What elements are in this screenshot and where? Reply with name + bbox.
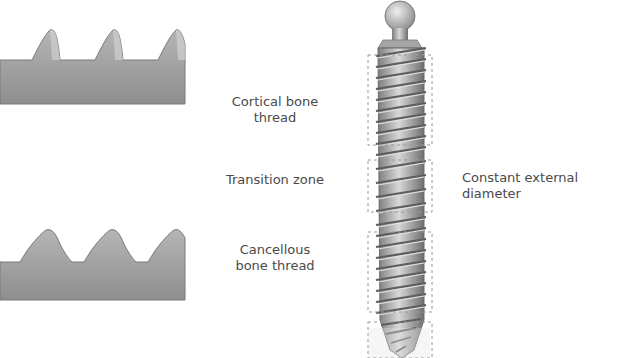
tip-zone [368,322,432,358]
thread-stroke [378,241,424,249]
thread-stroke [376,189,426,197]
thread-stroke [378,191,424,199]
thread-stroke [378,72,424,80]
thread-stroke [378,105,424,113]
cortical-thread-profile [0,30,185,104]
thread-stroke [378,263,424,271]
thread-stroke [378,116,424,124]
part-label: Transition zone [222,172,328,188]
thread-stroke [378,177,424,185]
cancellous-zone [368,232,432,312]
thread-stroke [376,70,426,78]
thread-stroke [376,136,426,144]
thread-stroke [376,175,426,183]
screw-threads [376,48,426,352]
thread-stroke [376,283,426,291]
thread-stroke [376,294,426,302]
thread-stroke [378,149,424,157]
part-label: Cancellous bone thread [222,242,328,274]
thread-stroke [376,239,426,247]
thread-stroke [376,81,426,89]
part-label: Constant external diameter [462,170,590,202]
transition-zone [368,160,432,212]
thread-stroke [376,161,426,169]
thread-stroke [378,230,424,238]
part-label: Cortical bone thread [222,94,328,126]
thread-stroke [376,272,426,280]
thread-stroke [376,125,426,133]
thread-stroke [378,61,424,69]
thread-stroke [378,307,424,315]
thread-stroke [376,217,426,225]
thread-stroke [376,261,426,269]
zone-outlines [368,55,432,358]
thread-stroke [376,114,426,122]
thread-stroke [376,103,426,111]
thread-stroke [378,219,424,227]
thread-stroke [376,59,426,67]
thread-stroke [378,127,424,135]
thread-stroke [378,252,424,260]
thread-stroke [378,50,424,58]
thread-stroke [376,203,426,211]
thread-stroke [376,92,426,100]
cancellous-thread-profile [0,229,185,300]
thread-stroke [378,274,424,282]
thread-stroke [378,83,424,91]
thread-stroke [378,163,424,171]
thread-stroke [376,147,426,155]
thread-stroke [378,285,424,293]
cortical-zone [368,55,432,145]
thread-stroke [378,94,424,102]
thread-stroke [376,250,426,258]
thread-stroke [378,296,424,304]
